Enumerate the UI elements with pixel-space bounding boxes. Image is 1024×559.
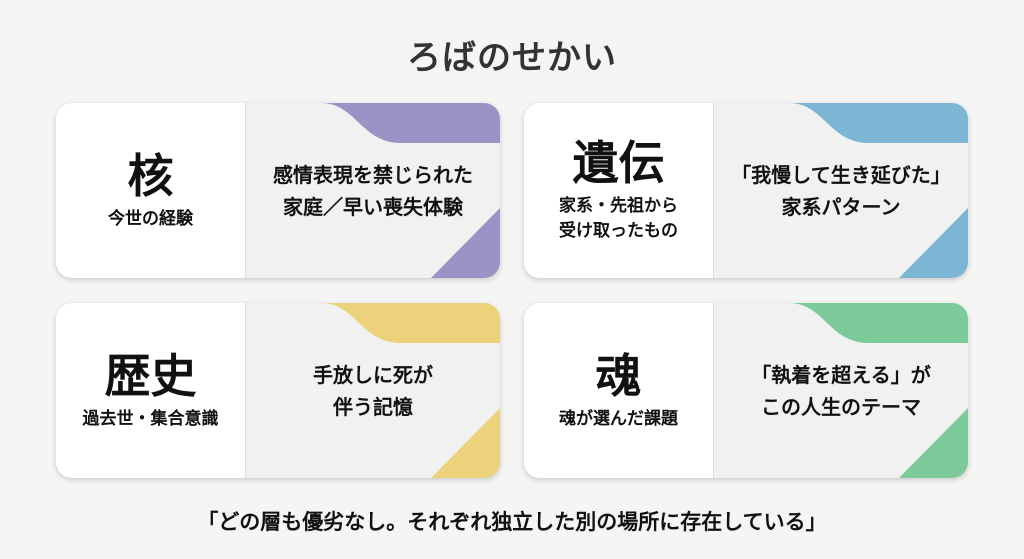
accent-decoration xyxy=(789,103,968,278)
card-description: 感情表現を禁じられた家庭／早い喪失体験 xyxy=(246,103,500,278)
card-core: 核今世の経験感情表現を禁じられた家庭／早い喪失体験 xyxy=(56,103,500,278)
accent-decoration xyxy=(321,103,500,278)
card-label-panel: 魂魂が選んだ課題 xyxy=(524,303,714,478)
accent-top-band xyxy=(321,103,500,143)
card-heading: 遺伝 xyxy=(572,136,665,191)
card-subtitle: 家系・先祖から受け取ったもの xyxy=(559,194,678,243)
card-description: 手放しに死が伴う記憶 xyxy=(246,303,500,478)
card-subtitle: 魂が選んだ課題 xyxy=(559,407,678,432)
card-soul: 魂魂が選んだ課題「執着を超える」がこの人生のテーマ xyxy=(524,303,968,478)
card-heading: 核 xyxy=(127,148,174,203)
card-description-line: 家庭／早い喪失体験 xyxy=(283,194,463,219)
card-description-line: 「執着を超える」が xyxy=(751,362,931,387)
card-label-panel: 核今世の経験 xyxy=(56,103,246,278)
accent-decoration xyxy=(321,303,500,478)
accent-top-band xyxy=(789,303,968,343)
card-subtitle: 今世の経験 xyxy=(108,207,193,232)
card-description-line: 伴う記憶 xyxy=(333,394,413,419)
page-title: ろばのせかい xyxy=(407,38,617,78)
card-description-line: 家系パターン xyxy=(781,194,901,219)
accent-bottom-corner xyxy=(431,208,500,278)
card-heredity: 遺伝家系・先祖から受け取ったもの「我慢して生き延びた」家系パターン xyxy=(524,103,968,278)
card-description-line: この人生のテーマ xyxy=(761,394,921,419)
accent-bottom-corner xyxy=(899,208,968,278)
card-label-panel: 遺伝家系・先祖から受け取ったもの xyxy=(524,103,714,278)
card-heading: 魂 xyxy=(595,348,642,403)
card-subtitle-line: 受け取ったもの xyxy=(559,220,678,241)
accent-decoration xyxy=(789,303,968,478)
accent-top-band xyxy=(321,303,500,343)
card-subtitle-line: 過去世・集合意識 xyxy=(82,408,219,429)
card-description: 「我慢して生き延びた」家系パターン xyxy=(714,103,968,278)
card-description: 「執着を超える」がこの人生のテーマ xyxy=(714,303,968,478)
card-subtitle-line: 家系・先祖から xyxy=(559,196,678,217)
card-subtitle-line: 今世の経験 xyxy=(108,208,193,229)
accent-bottom-corner xyxy=(431,408,500,478)
card-description-line: 手放しに死が xyxy=(313,362,433,387)
card-history: 歴史過去世・集合意識手放しに死が伴う記憶 xyxy=(56,303,500,478)
footer-quote: 「どの層も優劣なし。それぞれ独立した別の場所に存在している」 xyxy=(197,510,827,534)
accent-bottom-corner xyxy=(899,408,968,478)
card-subtitle-line: 魂が選んだ課題 xyxy=(559,408,678,429)
accent-top-band xyxy=(789,103,968,143)
card-description-line: 「我慢して生き延びた」 xyxy=(731,162,951,187)
card-label-panel: 歴史過去世・集合意識 xyxy=(56,303,246,478)
card-description-line: 感情表現を禁じられた xyxy=(273,162,473,187)
card-heading: 歴史 xyxy=(104,348,197,403)
card-subtitle: 過去世・集合意識 xyxy=(83,407,219,432)
